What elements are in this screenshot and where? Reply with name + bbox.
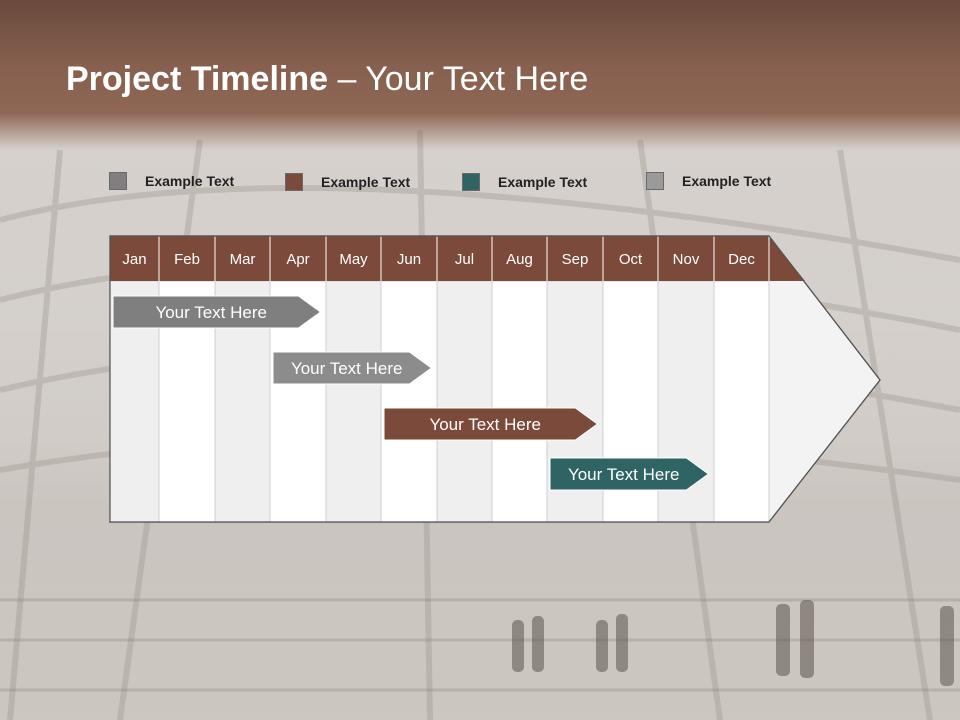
month-label-oct: Oct: [619, 251, 643, 268]
month-label-nov: Nov: [673, 251, 700, 268]
month-column: [325, 280, 382, 523]
month-column: [436, 280, 493, 523]
task-label-3: Your Text Here: [429, 415, 541, 434]
task-bar-1: [112, 295, 322, 329]
title-rest: – Your Text Here: [328, 60, 589, 98]
month-label-mar: Mar: [230, 251, 256, 268]
task-label-2: Your Text Here: [291, 359, 403, 378]
timeline-arrow-outline: [109, 235, 881, 523]
month-label-aug: Aug: [506, 251, 533, 268]
task-bar-4: [549, 457, 710, 491]
task-label-4: Your Text Here: [568, 465, 680, 484]
month-column: [491, 280, 548, 523]
month-column: [380, 280, 438, 523]
legend-swatch-1: [109, 172, 127, 190]
legend-item-2: Example Text: [285, 171, 410, 193]
month-label-jan: Jan: [122, 251, 146, 268]
month-label-apr: Apr: [286, 251, 309, 268]
legend-label-4: Example Text: [682, 173, 772, 189]
month-label-jul: Jul: [455, 251, 474, 268]
legend-label-3: Example Text: [498, 174, 588, 190]
task-label-1: Your Text Here: [155, 303, 267, 322]
legend-item-3: Example Text: [462, 171, 587, 193]
legend-swatch-3: [462, 173, 480, 191]
legend-swatch-2: [285, 173, 303, 191]
legend-item-4: Example Text: [646, 170, 771, 192]
month-header-band: [110, 236, 805, 281]
title-bold: Project Timeline: [66, 60, 329, 98]
month-column: [713, 280, 770, 523]
month-label-dec: Dec: [728, 251, 755, 268]
legend-swatch-4: [646, 172, 664, 190]
month-label-feb: Feb: [174, 251, 200, 268]
month-label-sep: Sep: [562, 251, 589, 268]
legend-label-2: Example Text: [321, 174, 411, 190]
title-bar: [0, 0, 960, 150]
slide-title: Project Timeline – Your Text Here: [66, 60, 588, 99]
task-bar-2: [272, 351, 433, 385]
month-label-jun: Jun: [397, 251, 421, 268]
task-bar-3: [383, 407, 599, 441]
month-label-may: May: [339, 251, 368, 268]
legend-item-1: Example Text: [109, 170, 234, 192]
legend-label-1: Example Text: [145, 173, 235, 189]
